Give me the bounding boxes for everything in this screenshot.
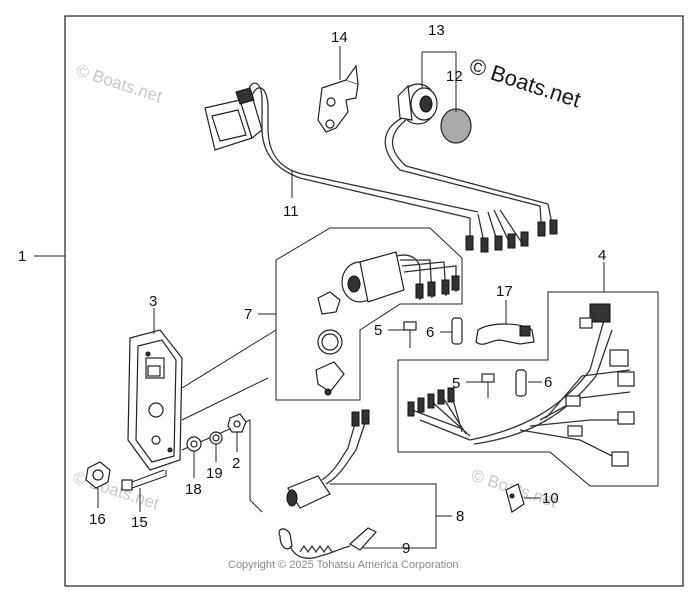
callout-19: 19 <box>206 465 223 482</box>
cap <box>440 108 472 144</box>
nut-2 <box>227 413 247 433</box>
callout-7: 7 <box>244 306 252 323</box>
callout-9: 9 <box>402 540 410 557</box>
clip <box>505 483 525 513</box>
stop-switch <box>286 409 370 509</box>
bracket <box>317 64 359 133</box>
screw-upper <box>403 321 417 348</box>
band <box>475 323 535 345</box>
callout-10: 10 <box>542 490 559 507</box>
callout-14: 14 <box>331 29 348 46</box>
callout-12: 12 <box>446 68 463 85</box>
wire-harness <box>407 303 635 467</box>
watermark-top-left: © Boats.net <box>74 61 165 107</box>
fuse-lower <box>515 369 527 397</box>
callout-leader-13 <box>421 51 457 112</box>
callout-5a: 5 <box>374 322 382 339</box>
callout-17: 17 <box>496 283 513 300</box>
bolt-15 <box>121 469 167 491</box>
switch-panel <box>127 329 183 471</box>
fuse-upper <box>451 317 463 345</box>
panel-guide-line-1 <box>181 329 277 389</box>
lanyard <box>278 527 377 559</box>
callout-6b: 6 <box>544 374 552 391</box>
callout-11: 11 <box>283 203 299 220</box>
buzzer-assembly <box>384 83 558 237</box>
callout-1: 1 <box>18 248 26 265</box>
main-switch-box <box>275 227 463 401</box>
callout-18: 18 <box>185 481 202 498</box>
callout-leader-8 <box>330 483 437 549</box>
callout-2: 2 <box>232 455 240 472</box>
callout-15: 15 <box>131 514 148 531</box>
screw-lower <box>481 373 495 398</box>
callout-6a: 6 <box>426 324 434 341</box>
callout-13: 13 <box>428 22 445 39</box>
callout-3: 3 <box>149 293 157 310</box>
copyright-notice: Copyright © 2025 Tohatsu America Corpora… <box>228 559 458 571</box>
wire-harness-box <box>397 291 659 487</box>
nut-16 <box>85 461 111 489</box>
watermark-bottom-left: © Boats.net <box>71 468 162 514</box>
callout-8: 8 <box>456 508 464 525</box>
panel-guide-line-2 <box>181 377 269 421</box>
washer-18 <box>186 436 202 452</box>
callout-16: 16 <box>89 511 106 528</box>
watermark-main: © Boats.net <box>466 53 583 112</box>
callout-4: 4 <box>598 247 606 264</box>
main-switch <box>315 251 460 396</box>
diagram-frame <box>64 15 684 587</box>
washer-19 <box>209 431 223 445</box>
trim-switch <box>204 82 529 253</box>
callout-5b: 5 <box>452 375 460 392</box>
